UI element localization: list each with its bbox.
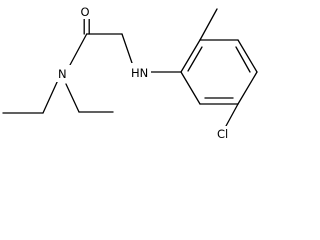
structure-canvas: O N HN Cl bbox=[2, 5, 258, 142]
bond-carbonyl-to-amide-n bbox=[69, 33, 88, 66]
ring-bond-c1-c2 bbox=[180, 39, 201, 73]
chlorine-label-bg bbox=[216, 126, 234, 142]
ring-bond-c6-c1 bbox=[180, 71, 201, 105]
bond-ch2-to-amine bbox=[121, 33, 133, 64]
amine-nitrogen-label: HN bbox=[131, 66, 148, 80]
amide-n-label-bg bbox=[55, 65, 71, 82]
ring-double-inner-c3-c4 bbox=[235, 46, 251, 73]
amide-nitrogen-label: N bbox=[58, 67, 67, 81]
ring-bond-c4-c5 bbox=[237, 71, 258, 105]
molecule-drawing: O N HN Cl bbox=[2, 5, 258, 142]
oxygen-label-bg bbox=[80, 5, 94, 19]
bond-ring-to-methyl bbox=[199, 8, 218, 41]
bond-n-to-ethyl2-ch2 bbox=[65, 83, 80, 113]
ring-double-inner-c2-c1 bbox=[187, 46, 203, 72]
ring-bond-c3-c4 bbox=[237, 39, 258, 73]
chlorine-label: Cl bbox=[217, 127, 228, 141]
amine-n-label-bg bbox=[131, 63, 151, 80]
bond-ring-to-chlorine bbox=[225, 103, 239, 127]
oxygen-label: O bbox=[81, 5, 90, 19]
bond-n-to-ethyl1-ch2 bbox=[42, 79, 59, 114]
